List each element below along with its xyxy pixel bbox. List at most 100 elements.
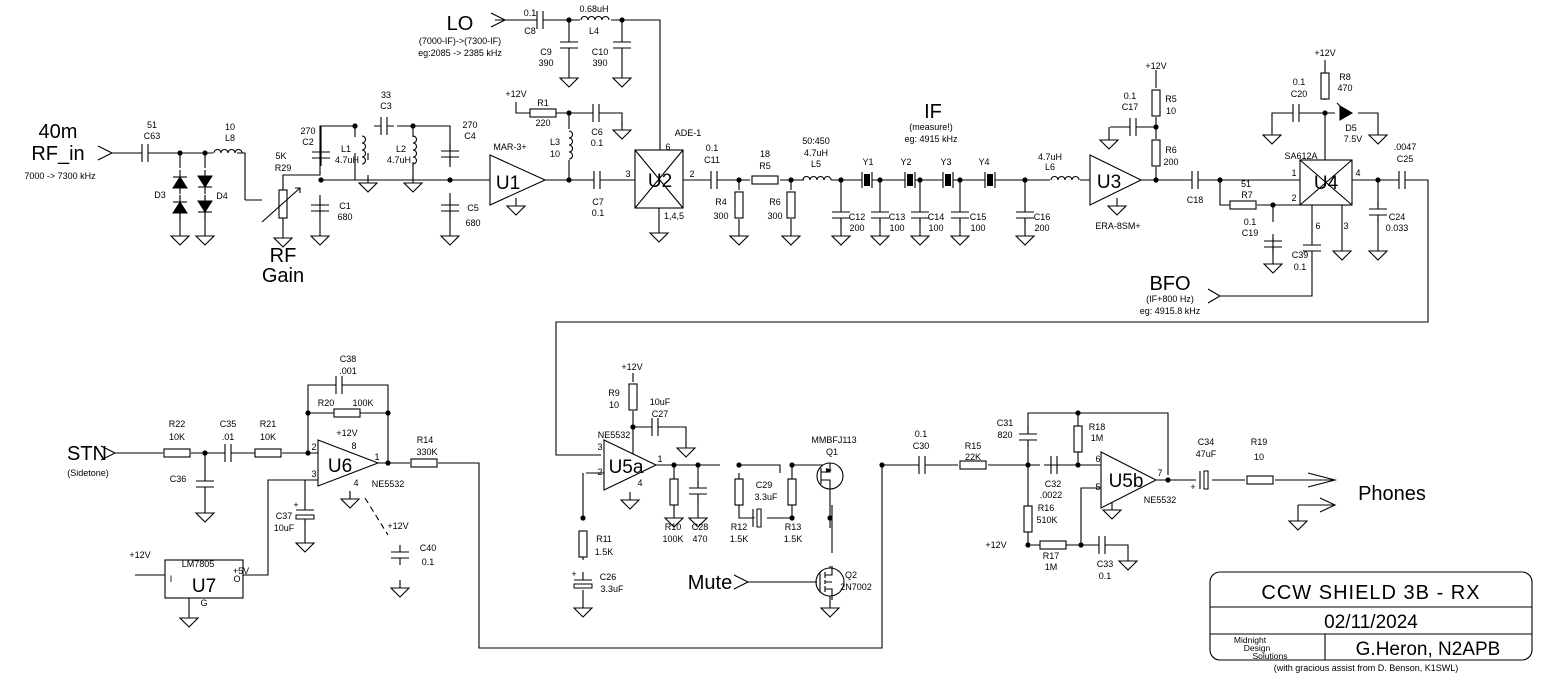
component-ref: R7 <box>1241 190 1253 200</box>
resistor-icon <box>787 478 797 506</box>
component-part: 2N7002 <box>840 582 872 592</box>
component-ref: C31 <box>997 418 1014 428</box>
ground-icon <box>403 174 423 193</box>
zener-diode-icon <box>1336 102 1353 121</box>
component-ref: L1 <box>341 144 351 154</box>
ground-icon <box>781 227 801 246</box>
component-value: 510K <box>1036 515 1057 525</box>
component-ref: C24 <box>1389 212 1406 222</box>
component-ref: Y2 <box>900 157 911 167</box>
potentiometer-icon <box>261 187 301 223</box>
component-ref: C4 <box>464 131 476 141</box>
component-value: 270 <box>300 126 315 136</box>
component-ref: C27 <box>652 409 669 419</box>
resistor-icon <box>578 530 588 558</box>
lo-formula: (7000-IF)->(7300-IF) <box>419 36 501 46</box>
u6-pin: 1 <box>374 452 379 462</box>
ground-icon <box>170 227 190 246</box>
component-value: 47uF <box>1196 449 1217 459</box>
component-ref: Y4 <box>978 157 989 167</box>
component-ref: R6 <box>1165 145 1177 155</box>
u2-mixer-icon <box>634 149 684 209</box>
component-ref: C6 <box>591 127 603 137</box>
u1-part: MAR-3+ <box>493 142 526 152</box>
capacitor-icon <box>1285 103 1307 123</box>
u5a-pin: 2 <box>597 467 602 477</box>
component-ref: C36 <box>170 474 187 484</box>
component-value: 4.7uH <box>1038 152 1062 162</box>
component-value: 100 <box>970 223 985 233</box>
capacitor-icon <box>911 455 933 475</box>
u4-pin: 1 <box>1291 168 1296 178</box>
component-ref: Y3 <box>940 157 951 167</box>
component-ref: C26 <box>600 572 617 582</box>
stn-label: STN <box>67 443 107 465</box>
component-value: 100 <box>889 223 904 233</box>
component-ref: D4 <box>216 191 228 201</box>
ground-icon <box>1099 131 1119 150</box>
capacitor-icon <box>373 116 395 136</box>
component-value: 51 <box>1241 179 1251 189</box>
diode-icon <box>172 194 188 220</box>
mute-arrow-icon <box>733 574 750 590</box>
component-ref: R19 <box>1251 437 1268 447</box>
u2-ref: U2 <box>648 171 672 192</box>
component-value: 10 <box>225 122 235 132</box>
component-ref: R5 <box>1165 94 1177 104</box>
component-ref: C38 <box>340 354 357 364</box>
supply-label: +12V <box>1145 61 1166 71</box>
u5a-pin: 3 <box>597 442 602 452</box>
ground-icon <box>310 227 330 246</box>
resistor-icon <box>1023 505 1033 533</box>
crystal-icon <box>979 171 1001 189</box>
component-value: .0047 <box>1394 142 1417 152</box>
component-value: 51 <box>147 120 157 130</box>
electrolytic-capacitor-icon <box>752 508 762 528</box>
component-ref: C14 <box>928 212 945 222</box>
u4-ref: U4 <box>1314 173 1339 194</box>
component-ref: C35 <box>220 419 237 429</box>
component-value: 0.033 <box>1386 223 1409 233</box>
component-ref: C30 <box>913 441 930 451</box>
u5b-opamp-icon <box>1100 451 1158 509</box>
jfet-icon <box>816 462 844 490</box>
rf-in-label: RF_in <box>31 143 84 165</box>
component-value: 18 <box>760 149 770 159</box>
inductor-icon <box>412 135 418 165</box>
polarity-mark: + <box>571 569 576 579</box>
component-part: MMBFJ113 <box>811 435 856 445</box>
component-value: 100 <box>928 223 943 233</box>
component-ref: C18 <box>1187 195 1204 205</box>
component-value: 4.7uH <box>387 155 411 165</box>
component-value: 0.1 <box>915 429 928 439</box>
diode-icon <box>197 194 213 220</box>
bfo-arrow-icon <box>1207 288 1222 304</box>
capacitor-icon <box>1391 170 1413 190</box>
resistor-icon <box>1073 425 1083 453</box>
capacitor-icon <box>688 480 708 502</box>
component-value: 100K <box>662 534 683 544</box>
ground-icon <box>195 504 215 523</box>
component-value: 820 <box>997 430 1012 440</box>
capacitor-icon <box>195 473 215 495</box>
ground-icon <box>358 174 378 193</box>
component-ref: R10 <box>665 522 682 532</box>
component-value: 300 <box>713 211 728 221</box>
u7-pin: I <box>170 574 173 584</box>
ground-icon <box>559 69 579 88</box>
component-value: 470 <box>692 534 707 544</box>
component-ref: D3 <box>154 190 166 200</box>
inductor-icon <box>361 135 367 165</box>
ground-icon <box>506 197 526 216</box>
lo-label: LO <box>447 13 474 35</box>
component-ref: R29 <box>275 163 292 173</box>
date-text: 02/11/2024 <box>1324 612 1418 633</box>
component-value: 200 <box>1163 157 1178 167</box>
u4-mixer-icon <box>1299 159 1353 206</box>
component-ref: C17 <box>1122 102 1139 112</box>
component-ref: C63 <box>144 131 161 141</box>
capacitor-icon <box>328 375 350 395</box>
resistor-icon <box>163 448 191 458</box>
component-ref: C3 <box>380 101 392 111</box>
